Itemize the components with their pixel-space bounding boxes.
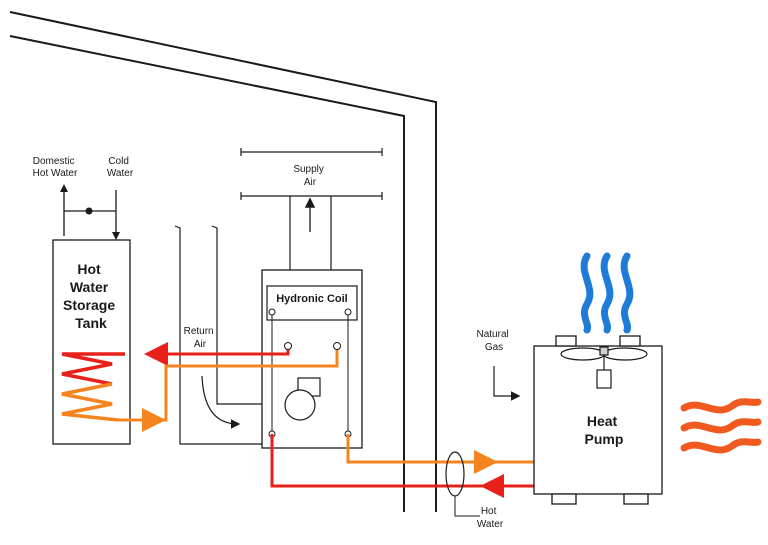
return-air-arrow — [201, 375, 241, 429]
return-air-label: Return Air — [184, 326, 217, 350]
pipe-fitting — [284, 342, 292, 350]
cold-water-label: Cold Water — [107, 156, 134, 179]
heat-pump-label: Heat Pump — [585, 413, 624, 447]
warm-exhaust-waves — [680, 398, 762, 454]
cold-water-arrow — [112, 232, 120, 240]
hydronic-coil-box — [266, 285, 358, 321]
cool-exhaust-waves — [580, 252, 634, 334]
pipe-bundle-marker — [445, 451, 465, 497]
natural-gas-label: Natural Gas — [476, 329, 511, 353]
tank-label: Hot Water Storage Tank — [63, 261, 119, 331]
tank-coil-hot — [61, 352, 125, 386]
domestic-hot-water-label: Domestic Hot Water — [33, 156, 78, 179]
return-air-duct — [174, 225, 262, 445]
hot-pipe-from-heat-pump — [270, 434, 534, 488]
domestic-hot-water-arrow — [60, 184, 68, 192]
junction-dot — [85, 207, 93, 215]
natural-gas-line — [493, 366, 521, 401]
supply-air-label: Supply Air — [293, 164, 326, 188]
heat-pump-fan — [560, 346, 648, 389]
hydronic-coil-label: Hydronic Coil — [276, 293, 348, 305]
coil-fitting — [344, 308, 352, 316]
hot-water-label: Hot Water — [477, 506, 504, 530]
hot-water-leader — [454, 496, 480, 517]
pipe-fitting — [333, 342, 341, 350]
blower-fan — [284, 377, 321, 421]
tank-coil-warm — [61, 382, 119, 422]
coil-fitting — [268, 308, 276, 316]
hot-water-storage-tank — [52, 239, 131, 445]
house-outline — [9, 11, 437, 512]
warm-pipe-to-heat-pump — [346, 434, 534, 464]
supply-air-duct — [240, 148, 383, 270]
